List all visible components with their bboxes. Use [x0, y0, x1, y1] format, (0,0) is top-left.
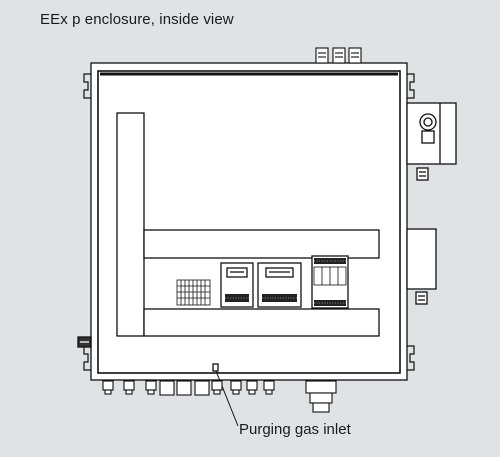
relay-module [311, 255, 349, 309]
purging-gas-inlet-label: Purging gas inlet [239, 421, 351, 438]
top-cable-glands [315, 47, 362, 64]
bottom-cable-glands [102, 380, 337, 413]
diagram-title: EEx p enclosure, inside view [40, 11, 234, 28]
terminal-block [176, 279, 211, 306]
mounting-plate [116, 112, 380, 337]
left-side-gland [77, 336, 92, 348]
right-junction-box [406, 228, 437, 305]
purging-gas-inlet-marker [212, 363, 239, 427]
right-pressure-unit [406, 102, 457, 181]
control-module-1 [220, 262, 254, 308]
control-module-2 [257, 262, 302, 308]
